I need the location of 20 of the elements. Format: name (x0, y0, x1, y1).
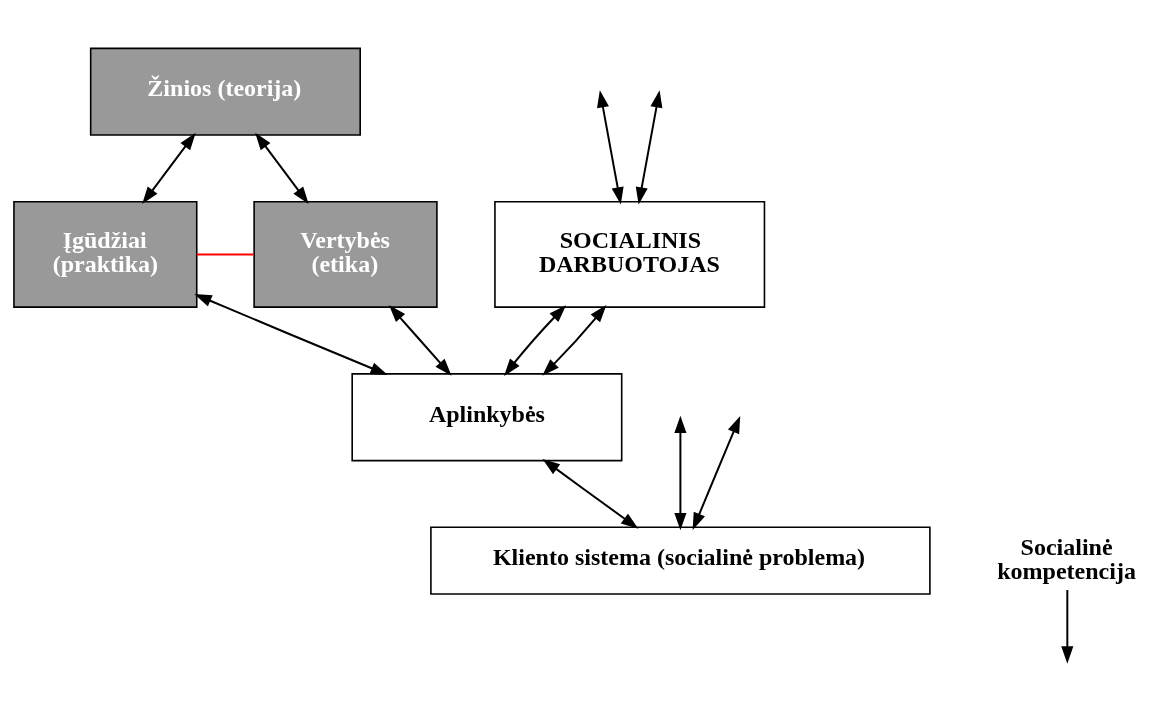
arrow (1061, 589, 1074, 664)
arrow (542, 459, 639, 529)
node-box: Aplinkybės (351, 373, 623, 462)
arrow (194, 294, 388, 375)
node-text: Socialinė kompetencija (997, 533, 1136, 584)
node-box: SOCIALINIS DARBUOTOJAS (494, 200, 766, 308)
arrow (504, 305, 567, 376)
arrow (596, 90, 624, 205)
arrow (692, 415, 741, 531)
arrow (255, 132, 309, 205)
connector (195, 253, 255, 256)
arrow (635, 90, 663, 205)
node-box: Kliento sistema (socialinė problema) (430, 526, 931, 595)
node-box: Įgūdžiai (praktika) (13, 200, 198, 308)
arrow (142, 132, 196, 205)
arrow (542, 305, 607, 376)
arrow (674, 415, 687, 531)
arrow (389, 305, 452, 376)
node-box: Žinios (teorija) (89, 47, 361, 136)
node-box: Vertybės (etika) (253, 200, 438, 308)
